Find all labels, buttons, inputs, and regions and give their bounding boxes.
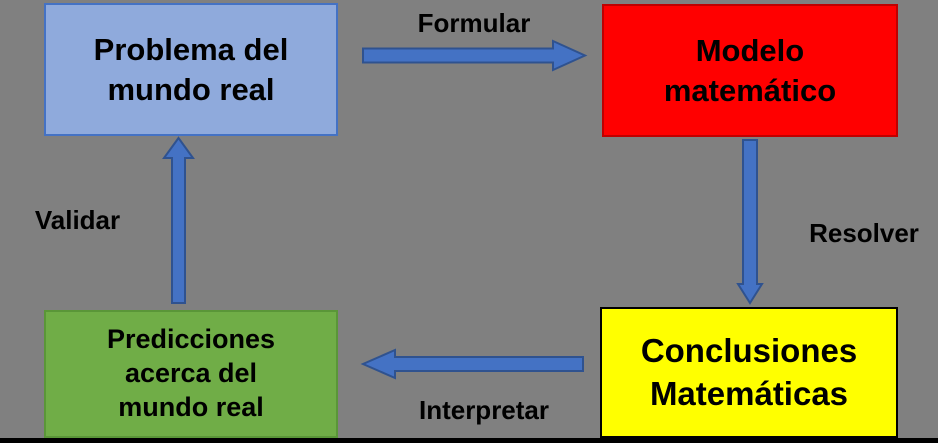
arrow-interpretar [360, 348, 584, 380]
node-conclusiones-matematicas: Conclusiones Matemáticas [600, 307, 898, 438]
edge-label-formular: Formular [417, 8, 531, 38]
arrow-formular [362, 39, 588, 72]
edge-label-resolver: Resolver [809, 218, 919, 248]
node-problema-mundo-real: Problema del mundo real [44, 3, 338, 136]
node-label-modelo: Modelo matemático [663, 32, 837, 108]
node-label-problema: Problema del mundo real [93, 31, 289, 107]
arrow-resolver [736, 139, 764, 305]
edge-label-validar: Validar [34, 205, 121, 235]
node-predicciones-mundo-real: Predicciones acerca del mundo real [44, 310, 338, 438]
bottom-edge-bar [0, 438, 938, 443]
edge-label-interpretar: Interpretar [418, 395, 550, 425]
arrow-validar [162, 136, 195, 304]
node-label-conclusiones: Conclusiones Matemáticas [640, 332, 858, 412]
node-modelo-matematico: Modelo matemático [602, 4, 898, 137]
node-label-predicciones: Predicciones acerca del mundo real [106, 324, 276, 422]
